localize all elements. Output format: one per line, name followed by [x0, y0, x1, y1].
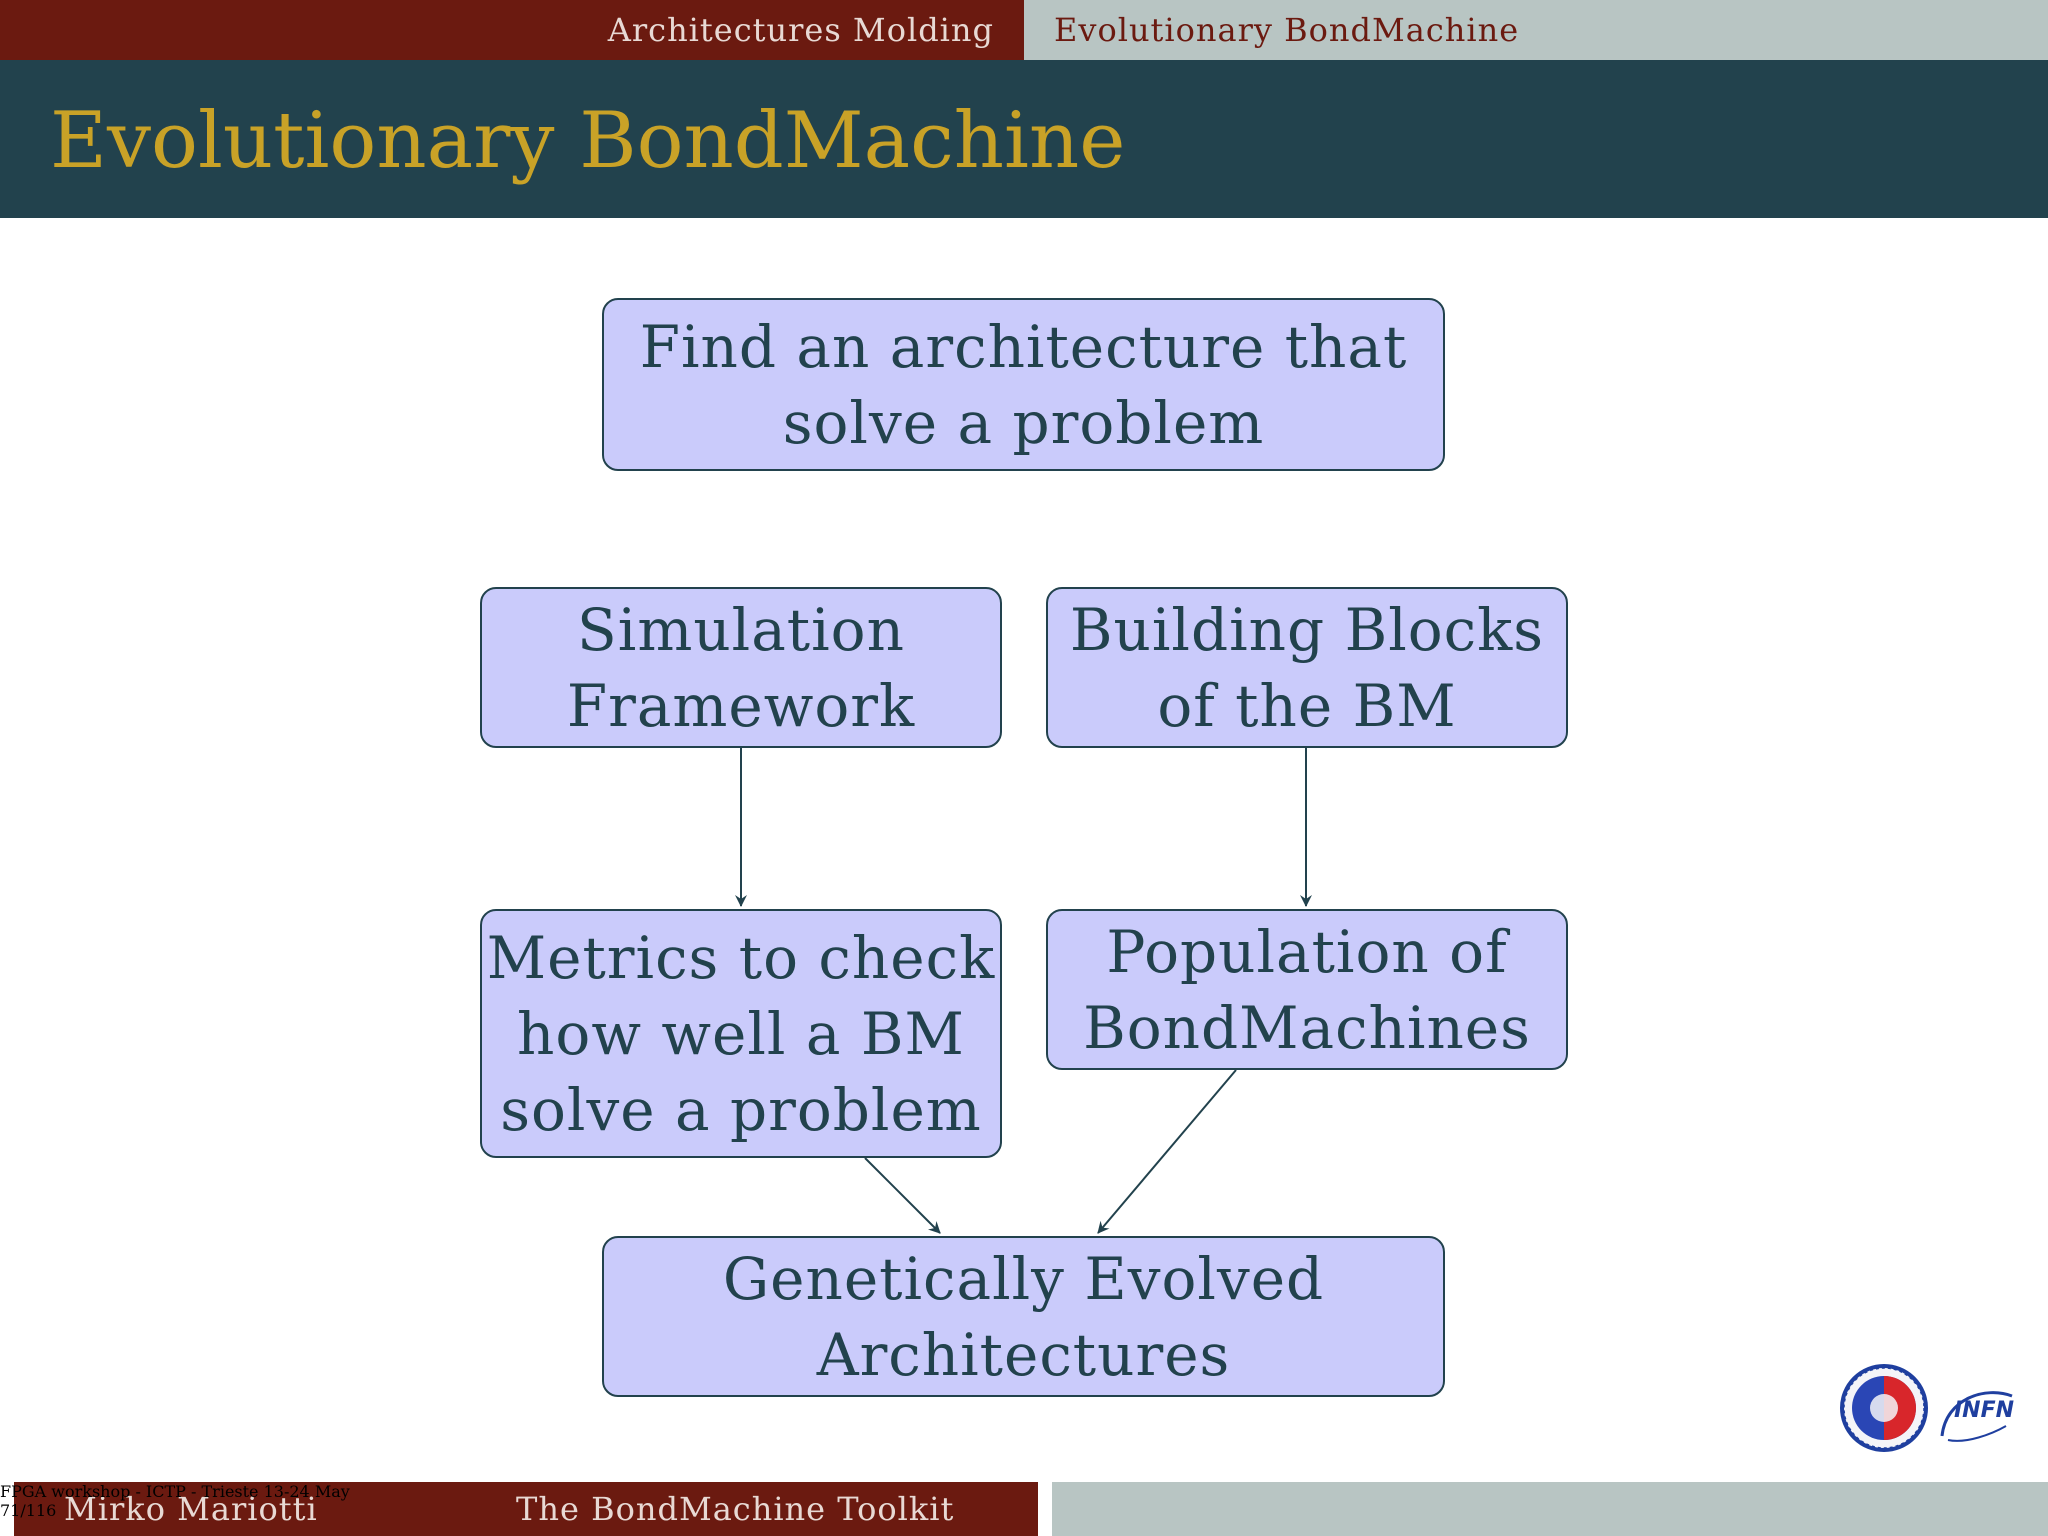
metrics-node: Metrics to check how well a BM solve a p…: [480, 909, 1002, 1158]
goal-node-label: Find an architecture that solve a proble…: [639, 312, 1408, 457]
logos: INFN: [1838, 1364, 2018, 1454]
simulation-framework-label: Simulation Framework: [566, 595, 916, 740]
footer-event-info: FPGA workshop - ICTP - Trieste 13-24 May…: [0, 1482, 2048, 1536]
footer-bar: Mirko Mariotti The BondMachine Toolkit: [0, 1482, 2048, 1536]
arrow-metrics-to-result: [864, 1157, 941, 1234]
header-navigation-bar: Architectures Molding Evolutionary BondM…: [0, 0, 2048, 60]
infn-logo: INFN: [1936, 1378, 2016, 1450]
arrow-population-to-result: [1097, 1069, 1237, 1234]
result-node: Genetically Evolved Architectures: [602, 1236, 1445, 1397]
university-seal-icon: [1840, 1364, 1928, 1452]
infn-swoosh-icon: [1940, 1391, 2013, 1442]
result-label: Genetically Evolved Architectures: [722, 1244, 1325, 1389]
infn-logo-text: INFN: [1954, 1398, 2015, 1423]
goal-node: Find an architecture that solve a proble…: [602, 298, 1445, 471]
footer-document-title: The BondMachine Toolkit: [516, 1490, 955, 1528]
footer-author: Mirko Mariotti: [64, 1490, 318, 1528]
section-nav-item[interactable]: Architectures Molding: [0, 0, 1024, 60]
footer-page-number: 71/116: [0, 1501, 57, 1520]
subsection-label: Evolutionary BondMachine: [1054, 11, 1520, 49]
population-label: Population of BondMachines: [1083, 917, 1531, 1062]
population-node: Population of BondMachines: [1046, 909, 1568, 1070]
metrics-label: Metrics to check how well a BM solve a p…: [486, 923, 996, 1144]
footer-event: FPGA workshop - ICTP - Trieste 13-24 May: [0, 1482, 350, 1501]
building-blocks-node: Building Blocks of the BM: [1046, 587, 1568, 748]
slide-title: Evolutionary BondMachine: [50, 96, 1126, 186]
slide-title-bar: Evolutionary BondMachine: [0, 60, 2048, 218]
subsection-nav-item[interactable]: Evolutionary BondMachine: [1024, 0, 2048, 60]
footer-right-panel: [1052, 1482, 2048, 1536]
building-blocks-label: Building Blocks of the BM: [1069, 595, 1545, 740]
simulation-framework-node: Simulation Framework: [480, 587, 1002, 748]
footer-left-panel: Mirko Mariotti The BondMachine Toolkit: [14, 1482, 1038, 1536]
section-label: Architectures Molding: [607, 11, 994, 49]
